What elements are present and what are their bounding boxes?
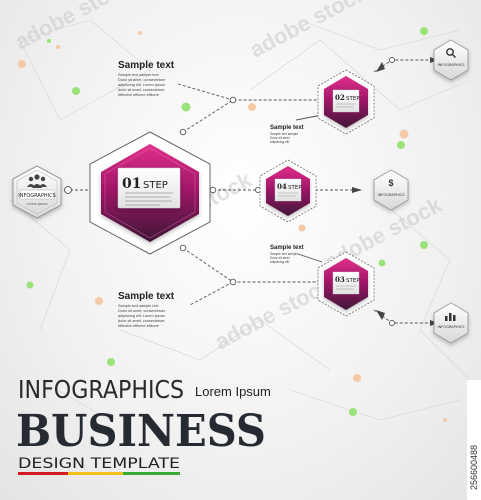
watermark-text: adobe stock [11, 0, 137, 54]
footer-title-infographics: INFOGRAPHICS [18, 375, 184, 404]
step-04-number: 04 [277, 182, 287, 191]
footer-title-design-template: DESIGN TEMPLATE [18, 456, 180, 472]
stock-id: 256600488 [469, 445, 479, 490]
footer-tagline: Lorem Ipsum [195, 384, 271, 399]
footer-color-stripe [18, 472, 180, 475]
end-badge-search-label: INFOGRAPHICS [438, 63, 466, 67]
callout-1-line: effective efficere efficere [118, 93, 159, 97]
chart-icon [445, 313, 456, 321]
hub-card-lines [125, 192, 173, 206]
left-badge-sub: Lorem Ipsum [27, 202, 48, 206]
callout-3-line: adipiscing elit [270, 140, 289, 144]
step-04-card [274, 178, 302, 202]
step-02-card [332, 89, 360, 113]
end-badge-dollar [373, 169, 409, 211]
callout-2-line: dolor sit amet, consectetuer [118, 319, 165, 323]
callout-3-line: Sample text sample [270, 132, 298, 136]
step-02-label: STEP [346, 96, 360, 102]
callout-2-line: effective efficere efficere [118, 324, 159, 328]
background-network [9, 19, 471, 421]
step-03-label: STEP [346, 278, 360, 284]
background-dots [18, 27, 447, 422]
step-03-card-lines [336, 285, 356, 290]
callout-1-line: Dolor sit amet, consectetuer [118, 78, 166, 82]
callout-4-heading: Sample text [270, 245, 304, 251]
callout-3-heading: Sample text [270, 125, 304, 131]
callout-4-line: Dolor sit amet [270, 256, 290, 260]
step-03-number: 03 [335, 275, 345, 284]
callout-1-line: adipiscing elit. Lorem ipsum [118, 83, 165, 87]
left-badge-label: INFOGRAPHICS [18, 193, 56, 199]
step-04-card-lines [278, 192, 298, 197]
step-04-label: STEP [288, 185, 302, 191]
search-icon [446, 48, 456, 58]
callout-2-line: Dolor sit amet, consectetuer [118, 309, 166, 313]
dollar-icon: $ [388, 178, 393, 188]
step-02-number: 02 [335, 93, 345, 102]
callout-1-line: dolor sit amet, consectetuer [118, 88, 165, 92]
watermark-text: adobe stock [246, 0, 372, 62]
callout-2-heading: Sample text [118, 291, 175, 302]
callout-3-line: Dolor sit amet [270, 136, 290, 140]
callout-4-line: Sample text sample [270, 252, 298, 256]
watermark-text: adobe stock [211, 272, 337, 355]
step-02-card-lines [336, 103, 356, 108]
hub-card [117, 167, 181, 209]
callout-2-line: Sample text sample text [118, 304, 159, 308]
left-badge-label-box [19, 189, 55, 200]
end-badge-chart [433, 302, 469, 344]
end-badge-dollar-label: INFOGRAPHICS [378, 193, 406, 197]
hub-step-number: 01 [122, 176, 141, 192]
stock-id-strip [467, 380, 481, 500]
people-icon [27, 174, 47, 188]
step-03-card [332, 271, 360, 295]
end-badge-search [433, 39, 469, 81]
callout-1-line: Sample text sample text [118, 73, 159, 77]
footer-title-business: BUSINESS [16, 406, 266, 457]
end-badge-chart-label: INFOGRAPHICS [438, 325, 466, 329]
callout-1-heading: Sample text [118, 60, 175, 71]
callout-2-line: adipiscing elit. Lorem ipsum [118, 314, 165, 318]
hub-step-label: STEP [143, 180, 168, 191]
connector-nodes [64, 57, 395, 326]
callout-4-line: adipiscing elit [270, 260, 289, 264]
